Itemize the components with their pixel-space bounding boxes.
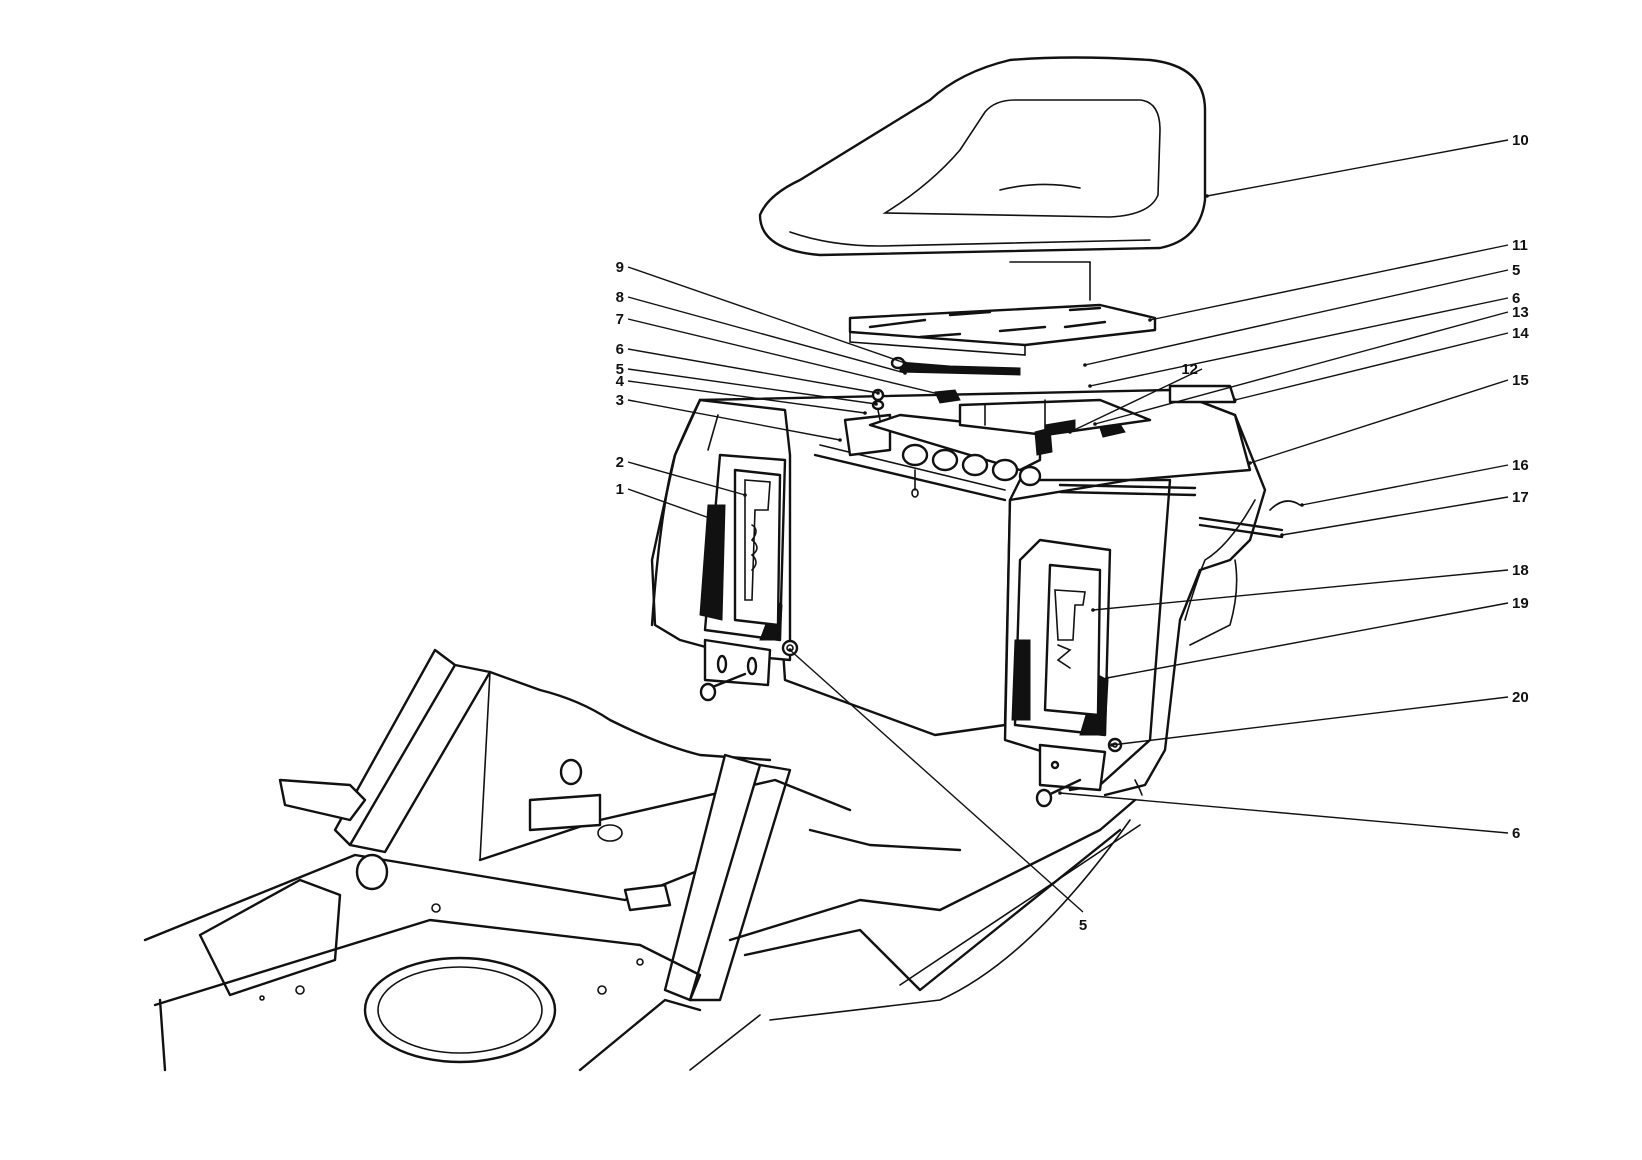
leader-line-c5a — [1084, 269, 1509, 366]
callout-label-c7: 7 — [616, 311, 624, 328]
callout-label-c6a: 6 — [1512, 290, 1520, 307]
leader-line-c6b — [1059, 792, 1509, 834]
leader-line-c17 — [1281, 496, 1509, 536]
leader-tip-c13 — [1093, 422, 1097, 426]
leader-tip-c7 — [941, 393, 945, 397]
callout-label-c12: 12 — [1181, 361, 1198, 378]
leader-line-c6c — [627, 348, 879, 394]
callout-label-c1: 1 — [616, 481, 624, 498]
leader-tip-c15 — [1248, 461, 1252, 465]
callout-label-c8: 8 — [616, 289, 624, 306]
leader-line-c4 — [627, 380, 866, 414]
leader-line-c1 — [627, 488, 716, 521]
callout-label-c9: 9 — [616, 259, 624, 276]
callout-label-c19: 19 — [1512, 595, 1529, 612]
leader-tip-c10 — [1205, 194, 1209, 198]
callout-label-c16: 16 — [1512, 457, 1529, 474]
callout-label-c6b: 6 — [1512, 825, 1520, 842]
leader-tip-c8 — [903, 371, 907, 375]
seat — [758, 56, 1207, 257]
callout-label-c10: 10 — [1512, 132, 1529, 149]
callout-label-c2: 2 — [616, 454, 624, 471]
callout-label-c5b: 5 — [616, 361, 624, 378]
leader-line-c2 — [627, 461, 746, 496]
leader-line-c11 — [1149, 244, 1509, 321]
callout-label-c20: 20 — [1512, 689, 1529, 706]
leader-line-c3 — [627, 399, 841, 441]
callout-label-c3: 3 — [616, 392, 624, 409]
leader-line-c9 — [627, 266, 906, 364]
leader-tip-c12 — [1068, 430, 1072, 434]
chassis-frame — [143, 648, 1141, 1072]
leader-tip-c5a — [1083, 363, 1087, 367]
callout-label-c4: 4 — [616, 373, 625, 390]
callout-leaders — [627, 139, 1509, 913]
seat-plate — [848, 261, 1157, 356]
leader-tip-c18 — [1091, 608, 1095, 612]
leader-line-c16 — [1301, 464, 1509, 506]
leader-tip-c16 — [1300, 503, 1304, 507]
leader-tip-c5b — [874, 402, 878, 406]
leader-line-c8 — [627, 296, 906, 374]
leader-line-c14 — [1234, 332, 1509, 401]
leader-tip-c17 — [1280, 533, 1284, 537]
leader-line-c15 — [1249, 379, 1509, 464]
leader-line-c20 — [1111, 696, 1509, 746]
callout-label-c11: 11 — [1512, 237, 1528, 254]
callout-label-c5a: 5 — [1512, 262, 1520, 279]
leader-tip-c6c — [876, 391, 880, 395]
leader-line-c19 — [1106, 602, 1509, 679]
leader-tip-c14 — [1233, 398, 1237, 402]
leader-line-c12 — [1069, 368, 1203, 433]
callout-label-c13: 13 — [1512, 304, 1529, 321]
fender-console — [650, 356, 1301, 808]
leader-tip-c19 — [1105, 676, 1109, 680]
callout-label-c17: 17 — [1512, 489, 1529, 506]
leader-line-c5c — [789, 649, 1084, 913]
leader-line-c5b — [627, 368, 877, 405]
leader-tip-c6a — [1088, 384, 1092, 388]
leader-line-c10 — [1206, 139, 1509, 197]
leader-tip-c4 — [863, 411, 867, 415]
callout-label-c6c: 6 — [616, 341, 624, 358]
leader-tip-c6b — [1058, 791, 1062, 795]
leader-line-c13 — [1094, 311, 1509, 425]
leader-tip-c1 — [713, 518, 717, 522]
leader-tip-c9 — [903, 361, 907, 365]
leader-tip-c11 — [1148, 318, 1152, 322]
callout-label-c15: 15 — [1512, 372, 1529, 389]
leader-tip-c3 — [838, 438, 842, 442]
leader-line-c18 — [1092, 569, 1509, 611]
leader-tip-c5c — [788, 648, 792, 652]
leader-line-c6a — [1089, 297, 1509, 387]
leader-tip-c20 — [1110, 743, 1114, 747]
leader-tip-c2 — [743, 493, 747, 497]
callout-label-c18: 18 — [1512, 562, 1529, 579]
callout-label-c5c: 5 — [1079, 917, 1087, 934]
callout-label-c14: 14 — [1512, 325, 1529, 342]
leader-line-c7 — [627, 318, 944, 396]
